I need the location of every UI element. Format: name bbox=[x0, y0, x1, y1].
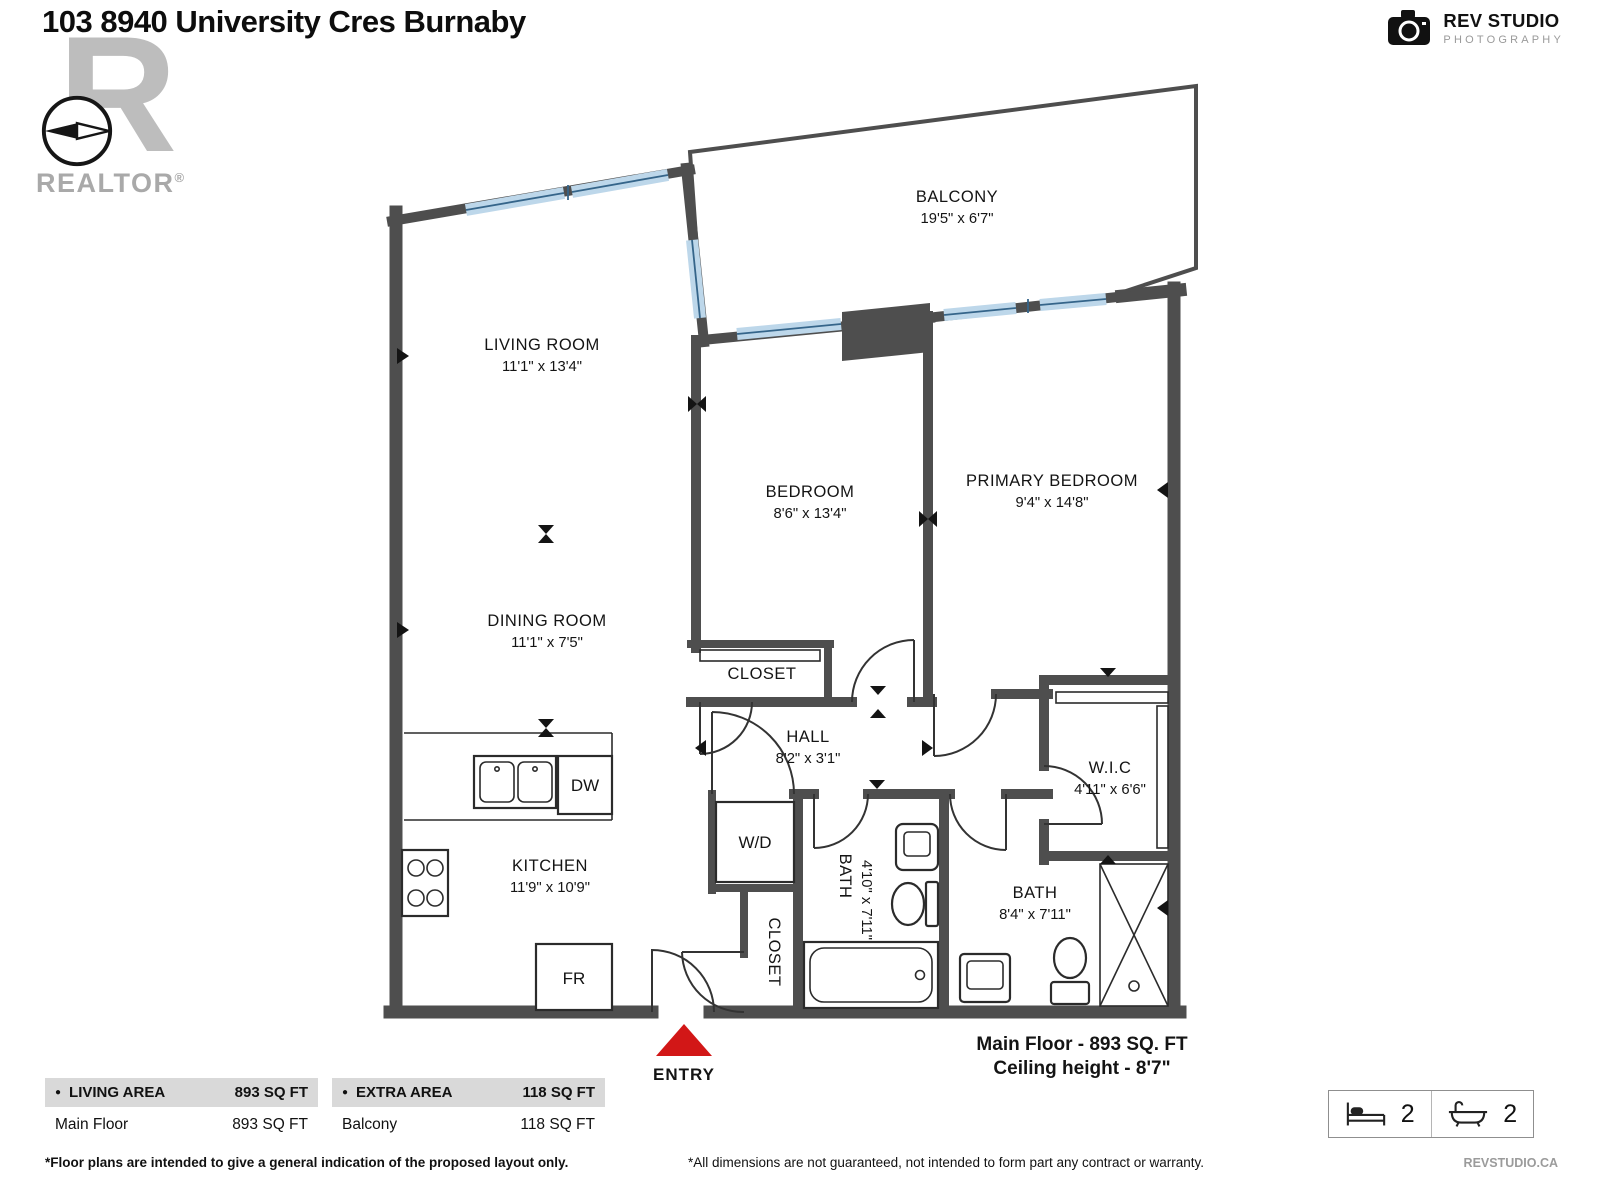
shower-icon bbox=[1099, 863, 1169, 1007]
hall-label: HALL bbox=[786, 728, 829, 746]
page-title: 103 8940 University Cres Burnaby bbox=[42, 4, 526, 39]
walls bbox=[383, 162, 1188, 1019]
floor-summary-line1: Main Floor - 893 SQ. FT bbox=[976, 1034, 1188, 1055]
table-row: Balcony 118 SQ FT bbox=[332, 1107, 605, 1134]
table-header-value: 893 SQ FT bbox=[234, 1084, 308, 1101]
wic-dims: 4'11" x 6'6" bbox=[1074, 782, 1146, 798]
sink-icon bbox=[958, 952, 1012, 1004]
entry-arrow-icon bbox=[656, 1024, 712, 1056]
washer-dryer-icon bbox=[714, 800, 796, 884]
living-area-table: ● LIVING AREA 893 SQ FT Main Floor 893 SQ… bbox=[45, 1078, 318, 1134]
toilet-icon bbox=[924, 880, 940, 928]
washer-dryer-label: W/D bbox=[738, 833, 771, 852]
studio-name: REV STUDIO bbox=[1443, 10, 1560, 31]
bath-icon bbox=[1449, 1101, 1488, 1127]
camera-icon bbox=[1388, 10, 1431, 45]
dimension-markers bbox=[397, 348, 1168, 916]
fridge-label: FR bbox=[563, 969, 586, 988]
kitchen-label: KITCHEN bbox=[512, 857, 588, 875]
table-row: Main Floor 893 SQ FT bbox=[45, 1107, 318, 1134]
extra-area-table-header: ● EXTRA AREA 118 SQ FT bbox=[332, 1078, 605, 1107]
row-label: Balcony bbox=[342, 1116, 398, 1133]
stove-icon bbox=[400, 848, 450, 918]
bed-icon bbox=[1346, 1102, 1385, 1126]
bedroom-count: 2 bbox=[1400, 1099, 1415, 1128]
balcony-dims: 19'5" x 6'7" bbox=[921, 211, 994, 227]
bedroom-label: BEDROOM bbox=[766, 483, 855, 501]
row-value: 118 SQ FT bbox=[520, 1116, 595, 1133]
footer-disclaimer-middle: *All dimensions are not guaranteed, not … bbox=[688, 1155, 1205, 1170]
stats-box: 2 2 bbox=[1328, 1090, 1534, 1138]
bath1-label: BATH bbox=[836, 854, 854, 899]
kitchen-fixtures bbox=[400, 732, 614, 1012]
wic-label: W.I.C bbox=[1089, 759, 1132, 777]
kitchen-dims: 11'9" x 10'9" bbox=[510, 880, 590, 896]
living-room-label: LIVING ROOM bbox=[484, 336, 600, 354]
compass-icon bbox=[41, 95, 113, 167]
bedroom-closet-label: CLOSET bbox=[727, 665, 796, 683]
realtor-logo: R REALTOR® bbox=[36, 12, 218, 207]
bullet-icon: ● bbox=[342, 1087, 349, 1098]
footer-brand: REVSTUDIO.CA bbox=[1463, 1156, 1558, 1170]
studio-subtitle: PHOTOGRAPHY bbox=[1443, 34, 1564, 46]
bullet-icon: ● bbox=[55, 1087, 62, 1098]
row-value: 893 SQ FT bbox=[232, 1116, 308, 1133]
entry-label: ENTRY bbox=[653, 1065, 715, 1084]
primary-bedroom-dims: 9'4" x 14'8" bbox=[1016, 495, 1089, 511]
living-room-dims: 11'1" x 13'4" bbox=[502, 359, 582, 375]
bathroom-count: 2 bbox=[1503, 1099, 1518, 1128]
entry-closet-label: CLOSET bbox=[765, 917, 783, 986]
row-label: Main Floor bbox=[55, 1116, 129, 1133]
bedroom-dims: 8'6" x 13'4" bbox=[774, 506, 847, 522]
bath1-dims: 4'10" x 7'11" bbox=[858, 860, 874, 940]
registered-mark: ® bbox=[174, 170, 186, 185]
sink-icon bbox=[894, 822, 940, 872]
primary-bedroom-label: PRIMARY BEDROOM bbox=[966, 472, 1138, 490]
windows bbox=[464, 169, 1107, 340]
table-header-label: LIVING AREA bbox=[69, 1084, 166, 1101]
revstudio-logo: REV STUDIO PHOTOGRAPHY bbox=[1385, 8, 1564, 48]
dishwasher-icon bbox=[556, 754, 614, 816]
extra-area-table: ● EXTRA AREA 118 SQ FT Balcony 118 SQ FT bbox=[332, 1078, 605, 1134]
dishwasher-label: DW bbox=[571, 776, 599, 795]
bath1-fixtures bbox=[802, 822, 940, 1010]
footer-disclaimer-left: *Floor plans are intended to give a gene… bbox=[45, 1155, 569, 1170]
bath2-label: BATH bbox=[1013, 884, 1058, 902]
room-labels: BALCONY 19'5" x 6'7" LIVING ROOM 11'1" x… bbox=[484, 188, 1188, 1084]
toilet-icon bbox=[1052, 936, 1088, 980]
table-header-label: EXTRA AREA bbox=[356, 1084, 453, 1101]
floor-summary-line2: Ceiling height - 8'7" bbox=[993, 1058, 1170, 1079]
bath2-fixtures bbox=[958, 863, 1169, 1007]
bath2-dims: 8'4" x 7'11" bbox=[999, 907, 1071, 923]
living-area-table-header: ● LIVING AREA 893 SQ FT bbox=[45, 1078, 318, 1107]
realtor-wordmark: REALTOR® bbox=[36, 168, 186, 199]
table-header-value: 118 SQ FT bbox=[522, 1084, 595, 1101]
hall-dims: 8'2" x 3'1" bbox=[776, 751, 841, 767]
bedroom-stat: 2 bbox=[1329, 1091, 1431, 1137]
sink-icon bbox=[472, 754, 558, 810]
doors bbox=[651, 639, 1103, 1014]
bathtub-icon bbox=[802, 940, 940, 1010]
fridge-icon bbox=[534, 942, 614, 1012]
realtor-label: REALTOR bbox=[36, 168, 175, 198]
bathroom-stat: 2 bbox=[1430, 1091, 1534, 1137]
balcony-label: BALCONY bbox=[916, 188, 998, 206]
floorplan-svg: BALCONY 19'5" x 6'7" LIVING ROOM 11'1" x… bbox=[383, 83, 1198, 1084]
dining-room-label: DINING ROOM bbox=[487, 612, 606, 630]
dining-room-dims: 11'1" x 7'5" bbox=[511, 635, 583, 651]
closet-shelving bbox=[699, 649, 1169, 849]
